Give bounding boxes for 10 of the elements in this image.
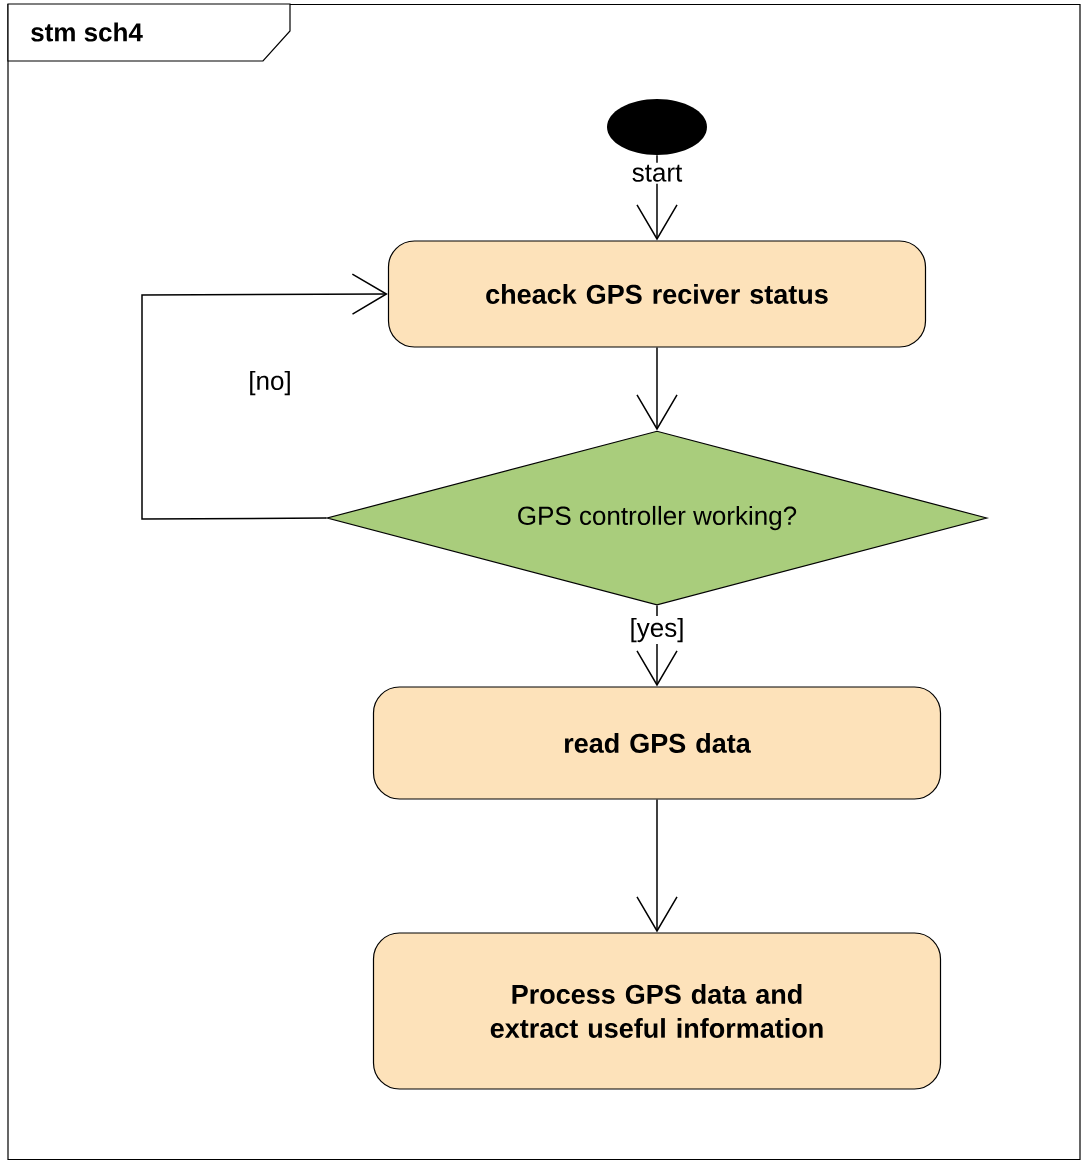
initial-node (607, 99, 707, 155)
node-caption: start (632, 164, 683, 182)
arrow (636, 346, 678, 431)
edge-label: [no] (250, 370, 290, 396)
arrow (636, 798, 678, 933)
action-box: Process GPS data and extract useful information (372, 932, 942, 1090)
action-box: read GPS data (372, 686, 942, 800)
edge-label: [yes] (631, 617, 683, 643)
action-box: cheack GPS reciver status (387, 240, 927, 348)
arrow (141, 273, 388, 520)
